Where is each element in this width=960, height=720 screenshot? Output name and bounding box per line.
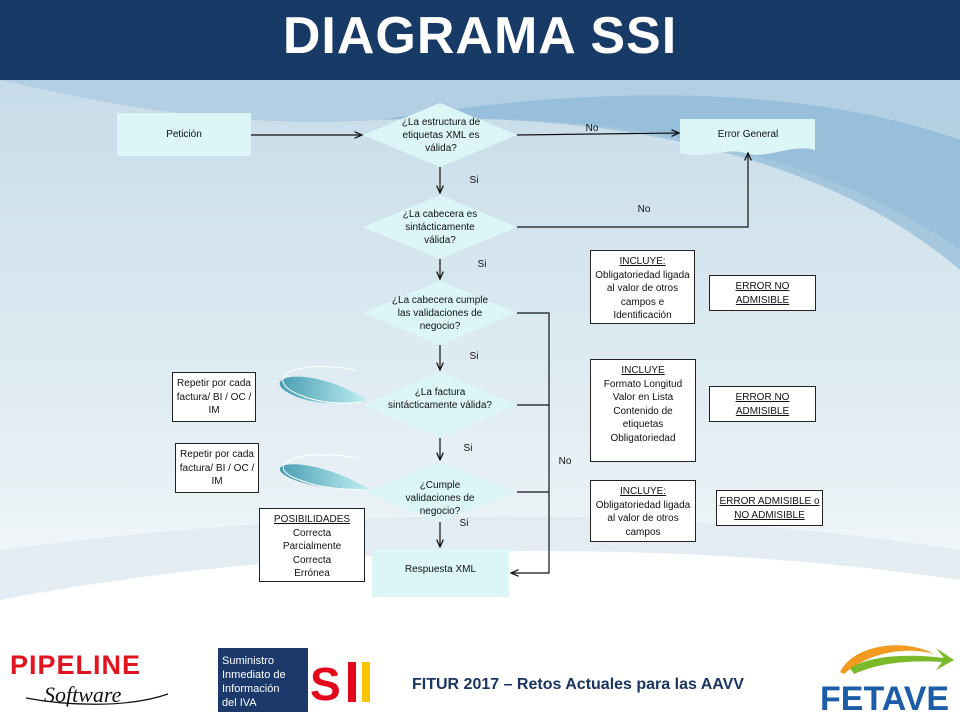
error-box-1: ERROR NO ADMISIBLE (709, 275, 816, 311)
edge-label-no-3: No (558, 456, 572, 467)
error-box-3: ERROR ADMISIBLE o NO ADMISIBLE (716, 490, 823, 526)
incluye-body: Obligatoriedad ligada al valor de otros … (595, 269, 690, 322)
incluye-box-2: INCLUYE Formato Longitud Valor en Lista … (590, 359, 696, 462)
error-box-2: ERROR NO ADMISIBLE (709, 386, 816, 422)
edge-label-si-5: Si (459, 518, 469, 529)
footer-text: FITUR 2017 – Retos Actuales para las AAV… (412, 676, 744, 693)
sii-logo: Suministro Inmediato de Información del … (218, 648, 382, 712)
decision-estructura-label: ¿La estructura de etiquetas XML es válid… (401, 117, 481, 154)
decision-factura-sintactica-label: ¿La factura sintácticamente válida? (388, 387, 492, 411)
posibilidades-box: POSIBILIDADES Correcta Parcialmente Corr… (259, 508, 365, 582)
incluye-box-3: INCLUYE: Obligatoriedad ligada al valor … (590, 480, 696, 542)
error-general-label: Error General (717, 128, 779, 140)
edge-label-no-2: No (637, 204, 651, 215)
edge-label-si-4: Si (463, 443, 473, 454)
edge-label-no-1: No (585, 123, 599, 134)
decision-validaciones-negocio (363, 462, 517, 522)
loop-arrow-2-edge (282, 454, 365, 491)
edge-no-collector (511, 312, 550, 573)
decision-cabecera-sintactica (363, 195, 517, 259)
edge-estructura-no (516, 133, 679, 135)
decision-factura-sintactica (363, 372, 517, 438)
posibilidad-item: Errónea (294, 568, 330, 579)
header-bar (0, 0, 960, 80)
loop-arrow-1-edge (282, 366, 363, 404)
pipeline-logo: PIPELINE Software (10, 650, 169, 707)
svg-text:del IVA: del IVA (222, 697, 257, 709)
respuesta-xml-label: Respuesta XML (404, 563, 477, 575)
footer (0, 640, 960, 720)
edge-label-si-1: Si (469, 175, 479, 186)
peticion-box (117, 113, 251, 156)
repeat-box-1: Repetir por cada factura/ BI / OC / IM (172, 372, 256, 422)
incluye-body: Formato Longitud Valor en Lista Contenid… (603, 378, 683, 444)
incluye-body: Obligatoriedad ligada al valor de otros … (595, 499, 691, 538)
error-general-shape (680, 119, 815, 156)
edge-label-si-2: Si (477, 259, 487, 270)
loop-arrow-1 (279, 376, 366, 404)
svg-text:Suministro: Suministro (222, 655, 274, 667)
edge-label-si-3: Si (469, 351, 479, 362)
fetave-logo-text: FETAVE (820, 680, 949, 716)
posibilidades-heading: POSIBILIDADES (273, 514, 351, 525)
repeat-box-2: Repetir por cada factura/ BI / OC / IM (175, 443, 259, 493)
decision-cabecera-sintactica-label: ¿La cabecera es sintácticamente válida? (402, 209, 478, 246)
decision-estructura (363, 103, 517, 167)
page-title: DIAGRAMA SSI (282, 7, 678, 65)
respuesta-xml-box (372, 549, 509, 597)
incluye-heading: INCLUYE: (619, 486, 667, 497)
posibilidad-item: Parcialmente Correcta (282, 541, 342, 566)
pipeline-logo-bottom: Software (44, 682, 122, 707)
incluye-box-1: INCLUYE: Obligatoriedad ligada al valor … (590, 250, 695, 324)
svg-text:Información: Información (222, 683, 279, 695)
peticion-label: Petición (166, 129, 202, 140)
edge-cabecera-sint-no (517, 153, 748, 228)
pipeline-logo-top: PIPELINE (10, 650, 141, 680)
fetave-logo: FETAVE (820, 645, 954, 716)
decision-validaciones-negocio-label: ¿Cumple validaciones de negocio? (405, 480, 475, 517)
incluye-heading: INCLUYE: (619, 256, 666, 267)
posibilidad-item: Correcta (292, 527, 332, 539)
loop-arrow-2 (279, 464, 368, 490)
decision-cabecera-negocio-label: ¿La cabecera cumple las validaciones de … (391, 295, 489, 332)
decision-cabecera-negocio (363, 281, 517, 345)
svg-text:Inmediato de: Inmediato de (222, 669, 286, 681)
svg-text:S: S (310, 658, 341, 710)
incluye-heading: INCLUYE (621, 365, 665, 376)
